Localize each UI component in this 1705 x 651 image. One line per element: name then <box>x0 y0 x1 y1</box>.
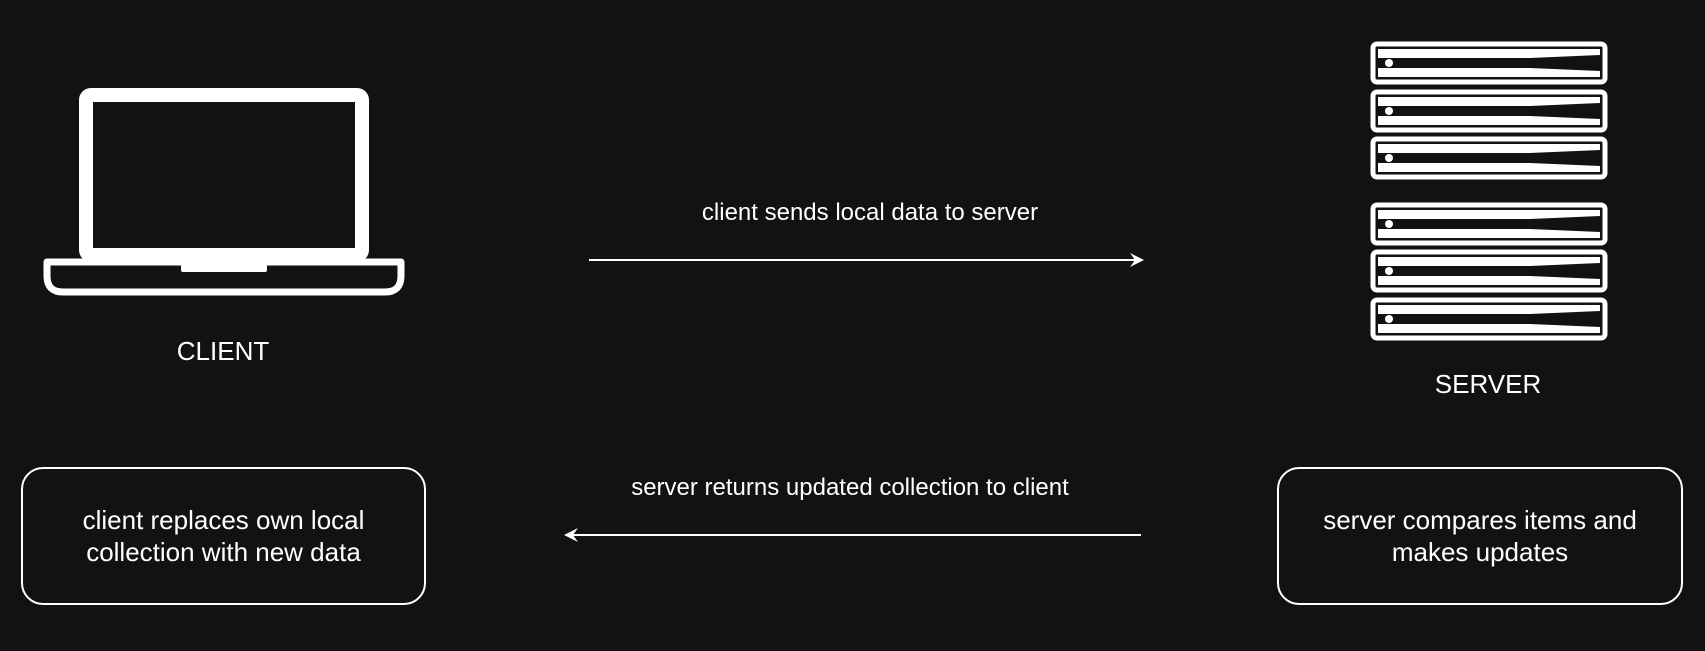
laptop-icon <box>43 88 405 296</box>
server-unit-icon <box>1370 41 1608 85</box>
server-label: SERVER <box>1434 369 1542 399</box>
server-unit-icon <box>1370 136 1608 180</box>
return-arrow-label: server returns updated collection to cli… <box>631 474 1069 501</box>
server-note-text: server compares items and makes updates <box>1323 505 1637 567</box>
server-unit-icon <box>1370 249 1608 293</box>
server-unit-icon <box>1370 297 1608 341</box>
server-unit-icon <box>1370 202 1608 246</box>
client-note-text: client replaces own local collection wit… <box>82 505 365 567</box>
client-label: CLIENT <box>176 336 270 366</box>
client-note-box: client replaces own local collection wit… <box>21 467 426 605</box>
server-rack-icon <box>1370 41 1608 341</box>
server-unit-icon <box>1370 89 1608 133</box>
send-arrow-label: client sends local data to server <box>701 199 1039 226</box>
server-note-box: server compares items and makes updates <box>1277 467 1683 605</box>
